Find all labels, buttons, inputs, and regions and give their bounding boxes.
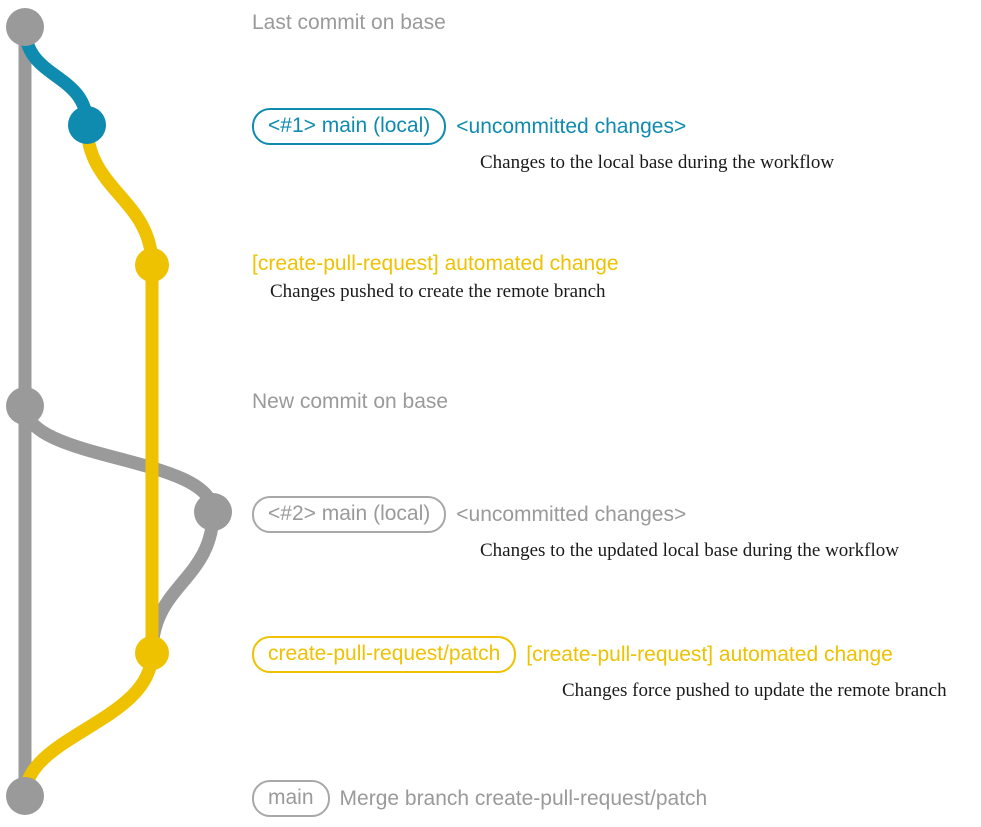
commit-detail: Changes to the local base during the wor…	[480, 152, 835, 173]
commit-node-last-commit-on-base[interactable]	[6, 8, 44, 46]
commit-row-local-main-1: <#1> main (local) <uncommitted changes> …	[252, 108, 834, 174]
commit-row-local-main-2: <#2> main (local) <uncommitted changes> …	[252, 496, 899, 562]
ref-pill-create-pull-request-patch[interactable]: create-pull-request/patch	[252, 636, 517, 673]
row-head: <#1> main (local) <uncommitted changes>	[252, 108, 834, 145]
commit-node-remote-branch-created[interactable]	[135, 248, 169, 282]
commit-row-last-commit-on-base: Last commit on base	[252, 12, 446, 33]
edge-local-1-to-remote	[80, 118, 159, 272]
row-head: create-pull-request/patch [create-pull-r…	[252, 636, 947, 673]
row-head: New commit on base	[252, 391, 448, 412]
commit-node-local-main-2[interactable]	[194, 493, 232, 531]
ref-pill-local-main-2[interactable]: <#2> main (local)	[252, 496, 447, 533]
commit-node-new-commit-on-base[interactable]	[6, 387, 44, 425]
commit-subject: New commit on base	[252, 390, 449, 413]
row-head: main Merge branch create-pull-request/pa…	[252, 780, 707, 817]
ref-pill-main[interactable]: main	[252, 780, 330, 817]
commit-node-remote-branch-force-pushed[interactable]	[135, 636, 169, 670]
commit-row-new-commit-on-base: New commit on base	[252, 391, 448, 412]
commit-row-remote-branch-created: [create-pull-request] automated change C…	[252, 253, 619, 303]
commit-subject: Last commit on base	[252, 11, 446, 34]
commit-node-merge-commit[interactable]	[6, 777, 44, 815]
commit-row-remote-branch-force-pushed: create-pull-request/patch [create-pull-r…	[252, 636, 947, 702]
ref-pill-local-main-1[interactable]: <#1> main (local)	[252, 108, 447, 145]
row-head: <#2> main (local) <uncommitted changes>	[252, 496, 899, 533]
commit-subject: [create-pull-request] automated change	[526, 643, 893, 666]
commit-subject: <uncommitted changes>	[456, 115, 687, 138]
commit-detail: Changes pushed to create the remote bran…	[270, 281, 606, 302]
commit-subject: Merge branch create-pull-request/patch	[339, 787, 708, 810]
edge-remote-to-merge	[18, 646, 159, 803]
edge-base-to-local-2	[18, 399, 220, 519]
commit-row-merge-commit: main Merge branch create-pull-request/pa…	[252, 780, 707, 817]
commit-detail: Changes to the updated local base during…	[480, 540, 899, 561]
row-head: [create-pull-request] automated change	[252, 253, 619, 274]
commit-detail: Changes force pushed to update the remot…	[562, 680, 947, 701]
row-head: Last commit on base	[252, 12, 446, 33]
commit-node-local-main-1[interactable]	[68, 106, 106, 144]
commit-subject: [create-pull-request] automated change	[252, 252, 619, 275]
commit-subject: <uncommitted changes>	[456, 503, 687, 526]
